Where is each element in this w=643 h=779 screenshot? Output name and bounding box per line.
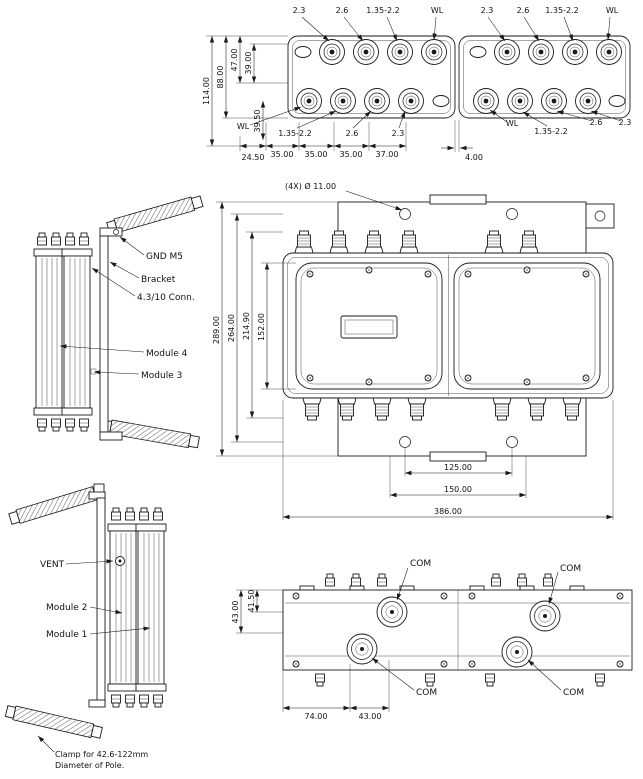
dim-386: 386.00 [434, 507, 462, 516]
dim-74: 74.00 [305, 712, 328, 721]
clamp-note-line1: Clamp for 42.6-122mm [55, 750, 148, 759]
dim-114: 114.00 [202, 77, 211, 105]
dim-150: 150.00 [444, 485, 472, 494]
dim-35-b: 35.00 [305, 150, 328, 159]
top-label-135-r: 1.35-2.2 [545, 6, 578, 15]
dim-39-5: 39.50 [253, 110, 262, 133]
top-label-26-r: 2.6 [517, 6, 530, 15]
dim-35-c: 35.00 [340, 150, 363, 159]
module2-label: Module 2 [46, 603, 87, 613]
bottom-label-135-l: 1.35-2.2 [278, 129, 311, 138]
top-view: 2.3 2.6 1.35-2.2 WL 2.3 2.6 1.35-2.2 WL … [202, 6, 631, 162]
dim-24-5: 24.50 [242, 153, 265, 162]
dim-125: 125.00 [444, 463, 472, 472]
dim-41-5: 41.50 [247, 590, 256, 613]
bracket-label: Bracket [141, 275, 176, 285]
gnd-m5-label: GND M5 [146, 252, 183, 262]
clamp-note-line2: Diameter of Pole. [55, 761, 124, 770]
dim-152: 152.00 [257, 313, 266, 341]
bottom-label-wl-r: WL [506, 119, 519, 128]
dim-35-a: 35.00 [271, 150, 294, 159]
bottom-label-23-l: 2.3 [392, 129, 405, 138]
dim-39: 39.00 [244, 52, 253, 75]
dim-43-h: 43.00 [359, 712, 382, 721]
hole-note: (4X) Ø 11.00 [285, 181, 336, 191]
com-label-3: COM [416, 688, 437, 698]
top-label-23-l: 2.3 [293, 6, 306, 15]
dim-47: 47.00 [230, 49, 239, 72]
vent-label: VENT [40, 560, 65, 570]
module1-label: Module 1 [46, 630, 87, 640]
com-label-1: COM [410, 559, 431, 569]
side-view-upper: GND M5 Bracket 4.3/10 Conn. Module 4 Mod… [33, 194, 204, 450]
top-label-23-r: 2.3 [481, 6, 494, 15]
side-view-lower: VENT Module 2 Module 1 Clamp for 42.6-12… [4, 483, 167, 770]
conn-4310-label: 4.3/10 Conn. [137, 293, 195, 303]
module4-label: Module 4 [146, 349, 188, 359]
top-label-wl-r: WL [606, 6, 619, 15]
com-label-2: COM [560, 564, 581, 574]
com-label-4: COM [563, 688, 584, 698]
bottom-label-wl-l: WL [237, 122, 250, 131]
bottom-label-26-l: 2.6 [346, 129, 359, 138]
dim-289: 289.00 [212, 316, 221, 344]
dim-4: 4.00 [465, 153, 483, 162]
dim-37: 37.00 [376, 150, 399, 159]
bottom-view: COM COM COM COM 41.50 43.00 74.00 43.00 [231, 559, 633, 721]
top-label-wl-l: WL [431, 6, 444, 15]
front-view: (4X) Ø 11.00 289.00 264.00 214.90 152.00… [212, 181, 615, 520]
module3-label: Module 3 [141, 371, 182, 381]
dim-43-v: 43.00 [231, 601, 240, 624]
top-label-135-l: 1.35-2.2 [366, 6, 399, 15]
dim-264: 264.00 [227, 314, 236, 342]
dim-88: 88.00 [216, 66, 225, 89]
bottom-label-135-r: 1.35-2.2 [534, 127, 567, 136]
dim-214-9: 214.90 [242, 312, 251, 340]
bottom-label-23-r: 2.3 [619, 118, 632, 127]
bottom-label-26-r: 2.6 [590, 118, 603, 127]
top-label-26-l: 2.6 [336, 6, 349, 15]
